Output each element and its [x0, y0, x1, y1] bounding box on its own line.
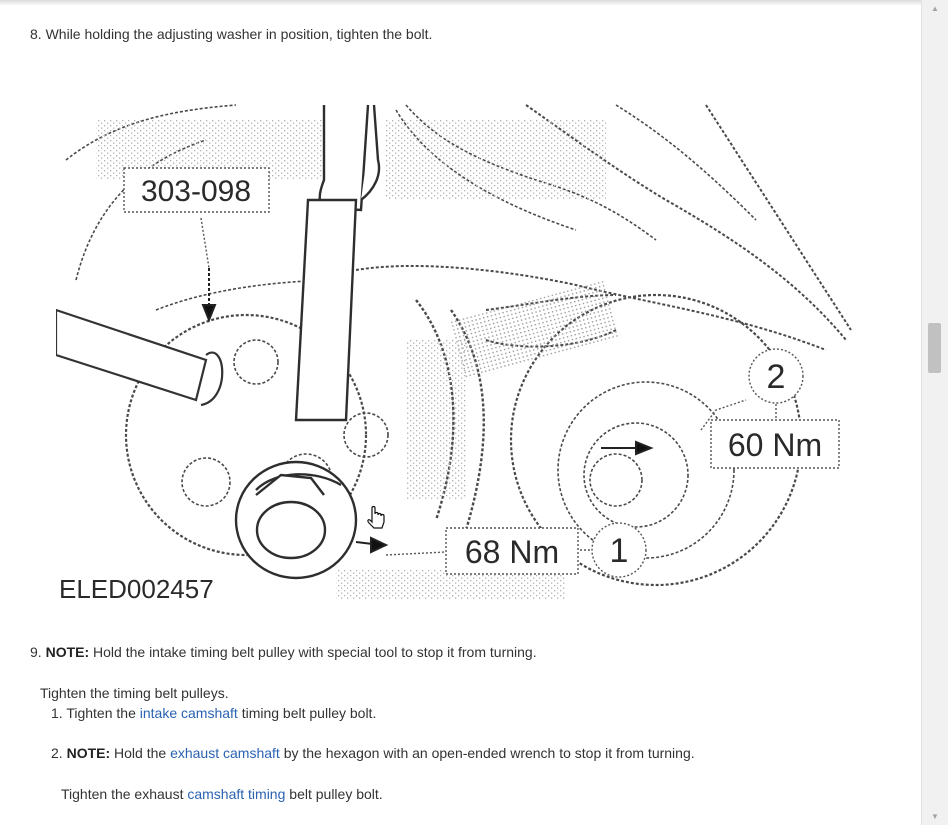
- torque-lower-callout: 68 Nm: [445, 527, 579, 575]
- step-9-intro: Tighten the timing belt pulleys.: [40, 685, 229, 701]
- scrollbar-thumb[interactable]: [928, 323, 941, 373]
- callout-1-label: 1: [610, 532, 629, 570]
- substep-1-post: timing belt pulley bolt.: [237, 705, 377, 721]
- substep-1: 1. Tighten the intake camshaft timing be…: [51, 703, 376, 723]
- camshaft-timing-link[interactable]: camshaft timing: [187, 786, 286, 802]
- intake-camshaft-link[interactable]: intake camshaft: [139, 705, 238, 721]
- torque-lower-label: 68 Nm: [465, 534, 559, 570]
- substep-2-body-post: belt pulley bolt.: [285, 786, 383, 802]
- callout-2-label: 2: [767, 358, 786, 396]
- camshaft-pulley-illustration: 303-098 60 Nm 2 68 Nm 1 ELED002457: [54, 100, 856, 605]
- tool-number-label: 303-098: [141, 175, 251, 208]
- callout-2: 2: [748, 348, 804, 404]
- triangle-down-icon[interactable]: ▼: [931, 811, 939, 821]
- substep-2-pre: Hold the: [110, 745, 171, 761]
- torque-upper-callout: 60 Nm: [710, 419, 840, 469]
- substep-2-note-label: NOTE:: [66, 745, 111, 761]
- triangle-up-icon[interactable]: ▲: [931, 3, 939, 13]
- figure-id-label: ELED002457: [59, 574, 214, 604]
- step-9-number: 9.: [30, 644, 42, 660]
- vertical-scrollbar[interactable]: ▲ ▼: [921, 0, 948, 825]
- illustration-svg: 303-098 60 Nm 2 68 Nm 1 ELED002457: [54, 104, 852, 604]
- step-9-note: 9. NOTE: Hold the intake timing belt pul…: [30, 642, 537, 662]
- exhaust-camshaft-link[interactable]: exhaust camshaft: [170, 745, 280, 761]
- step-8-number: 8.: [30, 26, 42, 42]
- hand-cursor-icon: [367, 505, 385, 529]
- substep-1-number: 1.: [51, 705, 63, 721]
- step-8-text: While holding the adjusting washer in po…: [45, 26, 433, 42]
- tool-number-callout: 303-098: [123, 167, 270, 213]
- step-8: 8. While holding the adjusting washer in…: [30, 24, 432, 44]
- document-content: 8. While holding the adjusting washer in…: [0, 0, 921, 804]
- substep-2-body-pre: Tighten the exhaust: [61, 786, 188, 802]
- substep-2-note: 2. NOTE: Hold the exhaust camshaft by th…: [51, 743, 695, 763]
- torque-upper-label: 60 Nm: [728, 427, 822, 463]
- substep-2-body: Tighten the exhaust camshaft timing belt…: [61, 784, 383, 804]
- header-shadow: [0, 0, 921, 6]
- substep-1-pre: Tighten the: [62, 705, 140, 721]
- substep-2-post: by the hexagon with an open-ended wrench…: [279, 745, 695, 761]
- step-9-note-label: NOTE:: [45, 644, 90, 660]
- substep-2-number: 2.: [51, 745, 63, 761]
- callout-1: 1: [591, 522, 647, 578]
- step-9-note-text: Hold the intake timing belt pulley with …: [89, 644, 537, 660]
